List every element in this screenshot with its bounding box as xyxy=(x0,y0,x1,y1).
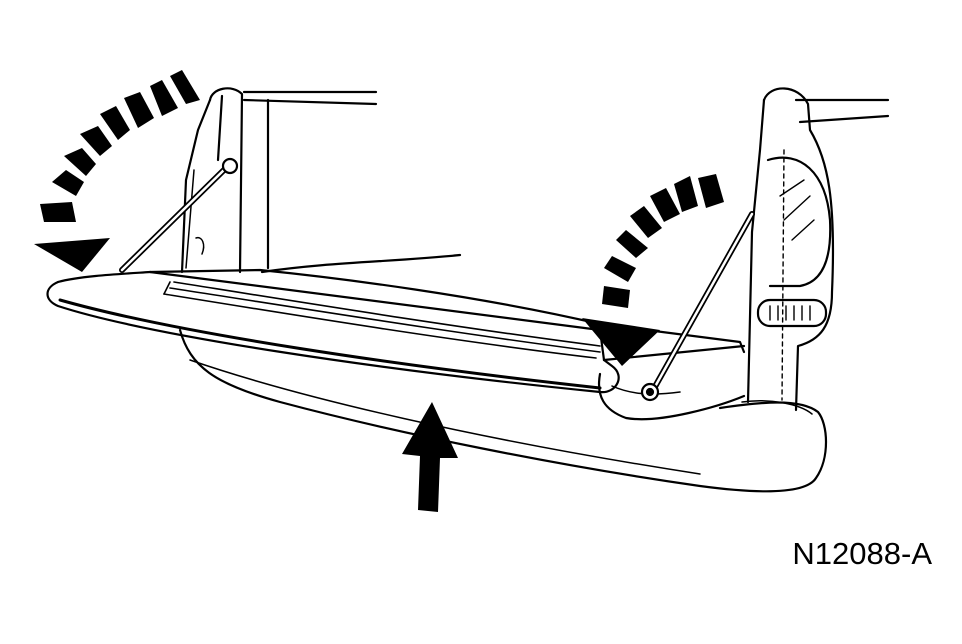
right-bed-post xyxy=(746,87,835,412)
left-bed-post xyxy=(180,87,244,274)
center-up-arrow xyxy=(402,402,458,512)
left-curved-arrow xyxy=(34,70,200,272)
right-tail-lamp xyxy=(756,156,832,328)
left-support-strut xyxy=(119,157,239,273)
truck-bed xyxy=(242,90,890,274)
right-curved-arrow xyxy=(582,174,724,366)
figure-reference-code: N12088-A xyxy=(792,536,932,571)
rear-bumper xyxy=(178,328,827,493)
right-support-strut xyxy=(640,211,755,402)
